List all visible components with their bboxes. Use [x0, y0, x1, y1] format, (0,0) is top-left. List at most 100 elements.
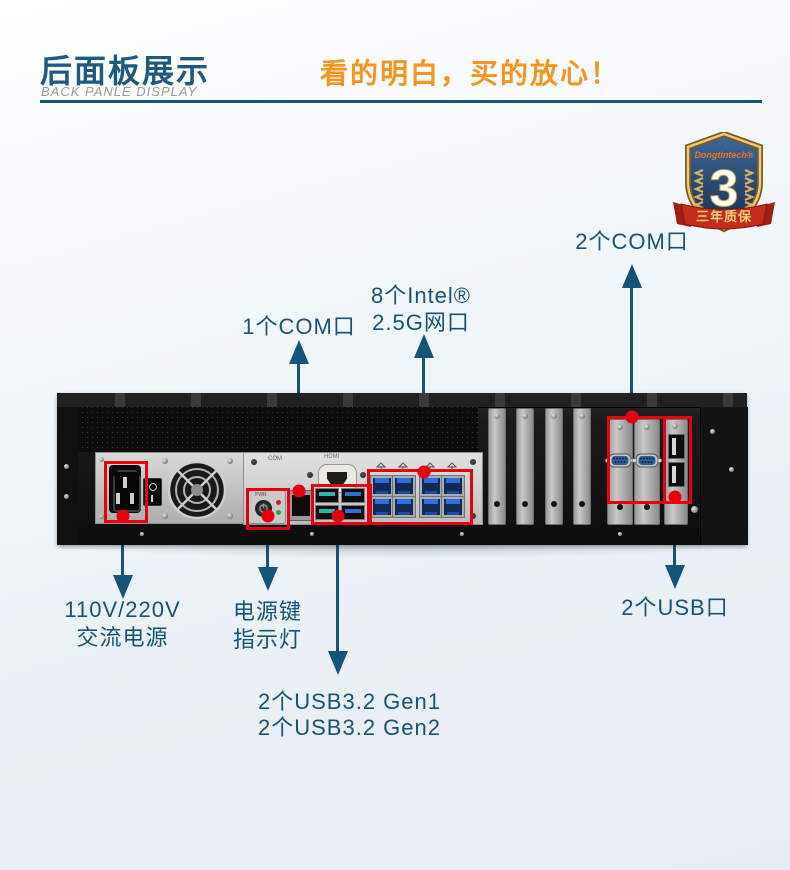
badge-ribbon-text: 三年质保	[696, 209, 752, 224]
arrow-head-power-button	[258, 567, 278, 591]
chassis-top-rail	[57, 393, 747, 408]
screw	[618, 532, 622, 536]
com-port-bracket	[632, 419, 662, 525]
highlight-dot-power-button	[261, 509, 275, 523]
usb-port	[668, 462, 685, 487]
ac-inlet-socket	[109, 465, 141, 513]
screw	[227, 458, 233, 464]
usb-bracket	[664, 419, 688, 525]
highlight-dot-ac-inlet	[116, 509, 130, 523]
lan-port	[370, 475, 394, 497]
page-title: 后面板展示	[40, 53, 211, 89]
highlight-dot-com2	[625, 410, 639, 424]
hdmi-socket	[327, 472, 347, 484]
expansion-slot-cover	[488, 408, 506, 525]
laurel-left	[693, 168, 704, 210]
expansion-slot-cover	[573, 408, 591, 525]
arrow-head-com2	[622, 264, 642, 288]
screw	[460, 532, 464, 536]
arrow-head-com1	[289, 340, 309, 364]
screw	[64, 464, 69, 469]
ac-pin-slot	[123, 477, 127, 488]
screw	[360, 472, 366, 478]
arrow-head-intel-lan	[414, 334, 434, 358]
highlight-dot-usb32	[331, 509, 345, 523]
com-rj45-port	[288, 490, 314, 521]
warranty-badge: Dongtintech® 3 三年质保	[673, 132, 775, 233]
label-2-usb-ports: 2个USB口	[621, 595, 729, 620]
label-1-com-port: 1个COM口	[242, 314, 356, 339]
io-hdmi-label: HDMI	[324, 454, 340, 460]
label-power-button-line2: 指示灯	[233, 627, 303, 652]
chassis-rear-panel: COM HDMI PWR	[57, 393, 748, 545]
screw	[691, 506, 698, 513]
label-8-intel-lan-line2: 2.5G网口	[372, 310, 470, 335]
screw	[307, 472, 313, 478]
highlight-dot-usb2	[668, 490, 682, 504]
label-2-com-ports: 2个COM口	[575, 229, 689, 254]
arrow-line-ac-power	[121, 520, 124, 576]
io-com-label: COM	[268, 456, 282, 462]
screw	[729, 467, 734, 472]
expansion-slot-cover	[545, 408, 563, 525]
page-subtitle: BACK PANLE DISPLAY	[41, 84, 198, 99]
label-8-intel-lan-line1: 8个Intel®	[370, 283, 472, 308]
screw	[227, 513, 233, 519]
lan-port	[441, 496, 465, 518]
header-divider	[40, 100, 762, 103]
switch-off-mark	[149, 483, 157, 491]
laurel-right	[744, 168, 755, 210]
com-port-bracket	[605, 419, 635, 525]
screw	[64, 494, 69, 499]
vent-mesh	[78, 407, 478, 452]
power-button-panel: PWR	[248, 490, 286, 524]
chassis-right-frame	[700, 407, 748, 545]
label-ac-power-line2: 交流电源	[76, 625, 169, 650]
label-usb32-line1: 2个USB3.2 Gen1	[258, 689, 441, 714]
ribbon-band	[680, 203, 768, 230]
highlight-box-com2	[607, 416, 666, 504]
screw	[251, 459, 257, 465]
screw	[140, 532, 144, 536]
usb32-gen2-port	[341, 488, 365, 503]
chassis-shadow	[70, 545, 740, 559]
screw	[162, 513, 168, 519]
screw	[470, 513, 476, 519]
hdd-led-red	[276, 500, 281, 505]
screw	[99, 457, 104, 462]
expansion-slot-cover	[516, 408, 534, 525]
lan-port	[370, 496, 394, 518]
screw	[710, 429, 715, 434]
screw	[162, 458, 168, 464]
usb32-gen1-port	[315, 488, 339, 503]
chassis-left-frame	[57, 407, 78, 545]
label-usb32-line2: 2个USB3.2 Gen2	[258, 715, 441, 740]
com-rj45-opening	[292, 495, 310, 516]
switch-on-mark	[151, 495, 153, 502]
lan-port	[392, 475, 416, 497]
screw	[310, 532, 314, 536]
highlight-box-usb32	[311, 484, 372, 525]
lan-port	[392, 496, 416, 518]
usb-port	[668, 434, 685, 459]
lan-port	[441, 475, 465, 497]
arrow-line-com2	[630, 287, 633, 415]
ac-pin-slot	[116, 493, 120, 504]
pwr-label: PWR	[255, 492, 267, 498]
slogan-text: 看的明白，买的放心！	[319, 58, 620, 89]
badge-number: 3	[710, 160, 739, 218]
highlight-box-power-button	[246, 488, 290, 530]
ac-pin-slot	[130, 493, 134, 504]
label-power-button-line1: 电源键	[233, 599, 303, 624]
arrow-head-usb32	[328, 651, 348, 675]
arrow-head-usb2	[665, 565, 685, 589]
power-led-green	[276, 510, 281, 515]
screw	[99, 514, 104, 519]
arrow-head-ac-power	[113, 575, 133, 599]
psu-fan	[167, 460, 227, 520]
screw	[470, 459, 476, 465]
badge-brand: Dongtintech®	[694, 150, 753, 160]
highlight-dot-lan	[417, 465, 431, 479]
arrow-line-usb32	[336, 520, 339, 652]
